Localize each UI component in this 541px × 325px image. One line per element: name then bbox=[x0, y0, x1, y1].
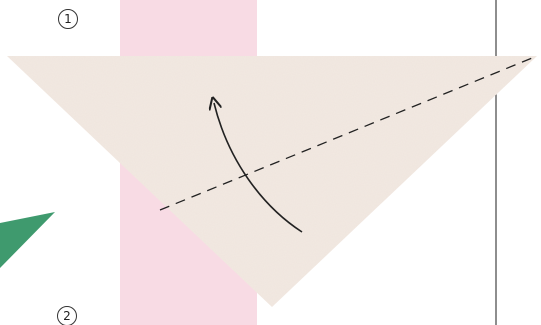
green-paper-corner bbox=[0, 212, 55, 268]
paper-triangle bbox=[7, 56, 537, 307]
step-2-label: 2 bbox=[57, 306, 77, 325]
step-1-label: 1 bbox=[58, 9, 78, 29]
